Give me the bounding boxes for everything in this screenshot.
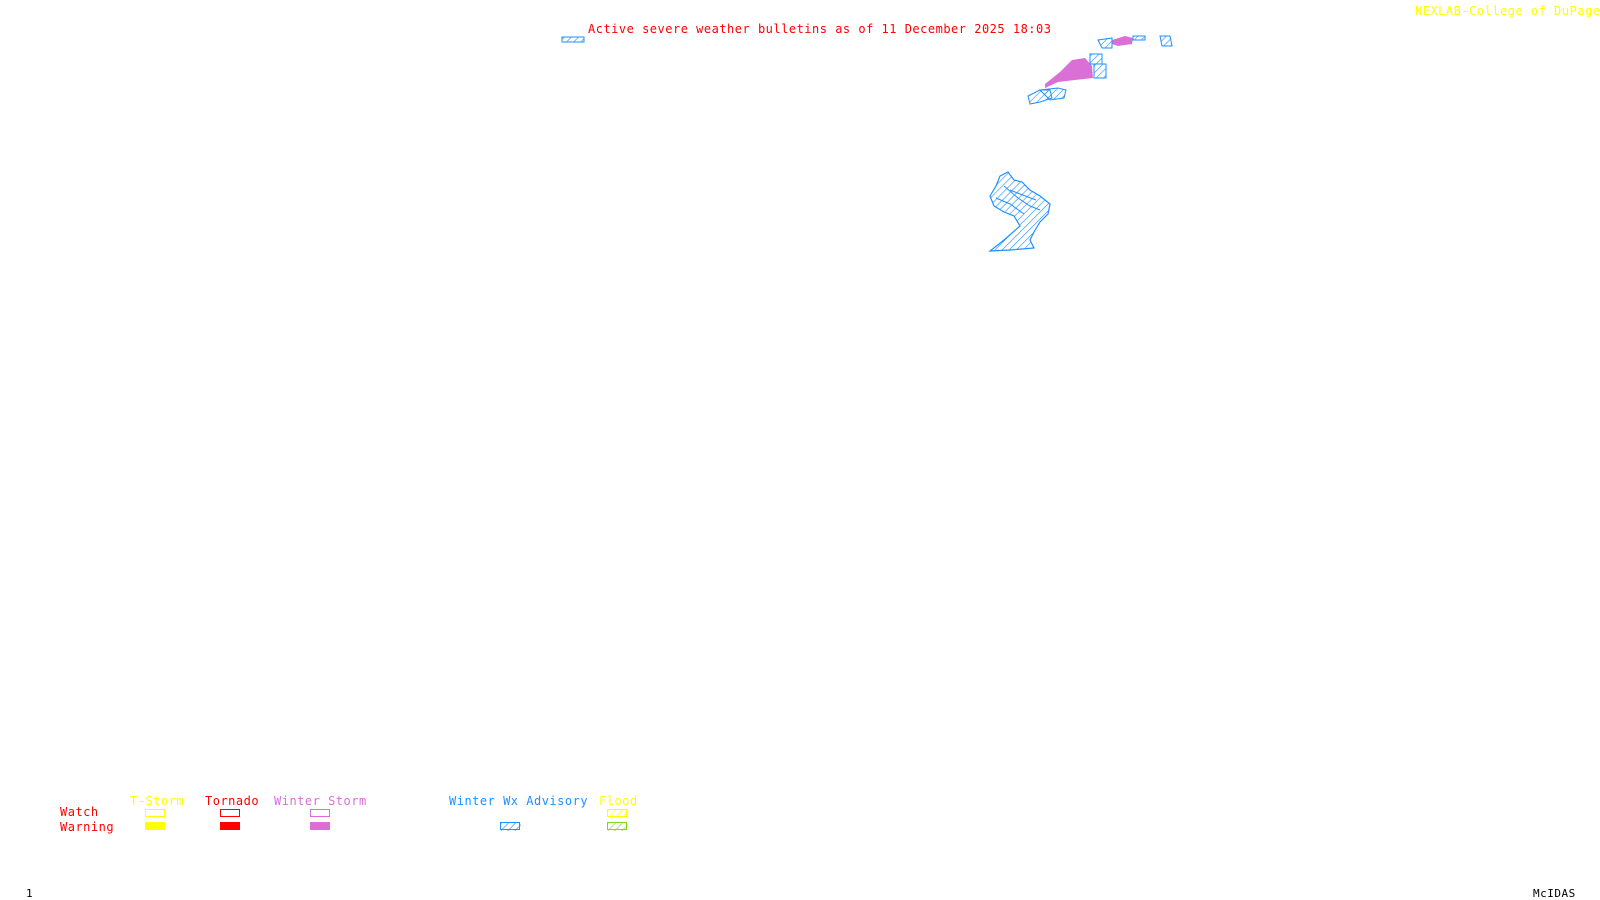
legend-winterstorm-watch: [310, 809, 330, 817]
legend-tornado-watch: [220, 809, 240, 817]
advisory-region-northeast: [1027, 35, 1173, 105]
legend-tornado-label: Tornado: [205, 794, 260, 808]
credit-text: NEXLAB-College of DuPage: [1415, 4, 1600, 18]
legend-advisory-label: Winter Wx Advisory: [449, 794, 589, 808]
legend-tstorm-warning: [145, 822, 165, 830]
legend-tstorm-label: T-Storm: [130, 794, 185, 808]
software-label: McIDAS: [1533, 887, 1576, 900]
advisory-region-great-lakes: [988, 171, 1051, 252]
frame-number: 1: [26, 887, 34, 900]
legend-tornado-warning: [220, 822, 240, 830]
legend-flood-warning: [607, 822, 628, 831]
legend-tstorm-watch: [145, 809, 165, 817]
legend-winterstorm-warning: [310, 822, 330, 830]
advisory-region-northwest: [561, 36, 585, 43]
legend-row-watch: Watch: [60, 805, 99, 819]
legend-flood-label: Flood: [599, 794, 638, 808]
winter-storm-warning-northeast: [1045, 36, 1133, 88]
legend-winterstorm-label: Winter Storm: [274, 794, 367, 808]
legend-flood-watch: [607, 809, 628, 818]
legend-advisory-warning: [500, 822, 521, 831]
credit-label: NEXLAB-College of DuPage ⇲: [1415, 5, 1600, 18]
legend-row-warning: Warning: [60, 820, 115, 834]
map-title: Active severe weather bulletins as of 11…: [588, 22, 1052, 36]
